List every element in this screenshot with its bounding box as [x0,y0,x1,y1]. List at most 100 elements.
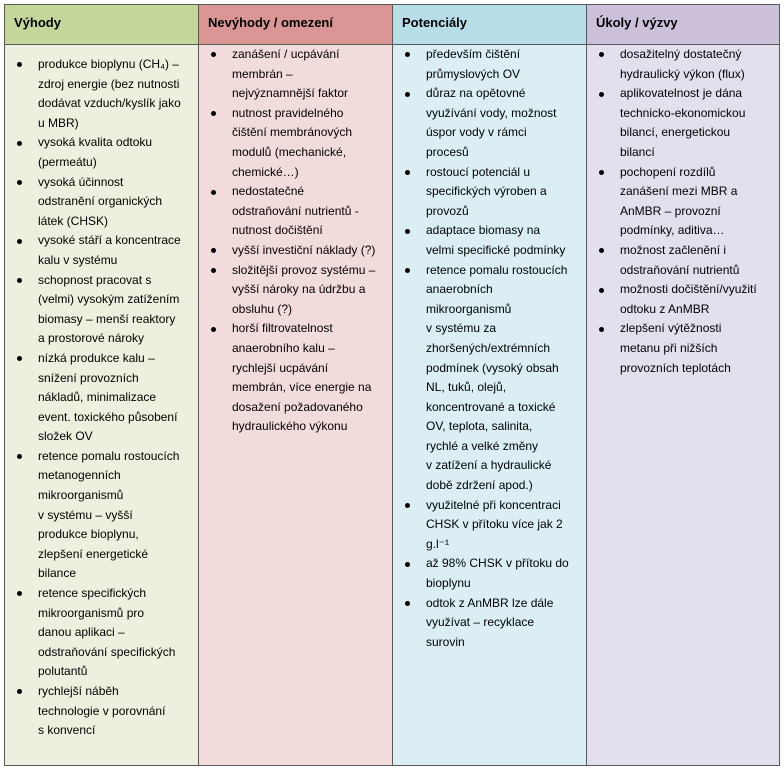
bullet-icon [17,140,22,146]
list-item-text: rychlejší náběh technologie v porovnání … [38,684,166,738]
column-nevyhody: Nevýhody / omezení zanášení / ucpávání m… [199,5,393,765]
list-item-text: pochopení rozdílů zanášení mezi MBR a An… [620,164,738,238]
comparison-table: Výhody produkce bioplynu (CH₄) – zdroj e… [4,4,780,766]
list-item-text: zlepšení výtěžnosti metanu při nižších p… [620,321,731,375]
list-item-text: dosažitelný dostatečný hydraulický výkon… [620,47,745,81]
column-header-nevyhody: Nevýhody / omezení [199,5,392,45]
list-item-text: retence specifických mikroorganismů pro … [38,586,176,679]
list-item: možnost začlenění i odstraňování nutrien… [599,241,775,280]
bullet-icon [405,561,410,567]
bullet-icon [211,267,216,273]
list-item: zanášení / ucpávání membrán – nejvýznamn… [211,45,388,104]
bullet-icon [405,52,410,58]
list-nevyhody: zanášení / ucpávání membrán – nejvýznamn… [199,45,392,437]
bullet-icon [405,169,410,175]
column-header-label: Úkoly / výzvy [596,15,678,30]
bullet-icon [17,238,22,244]
bullet-icon [211,189,216,195]
list-item: retence pomalu rostoucích anaerobních mi… [405,261,582,496]
bullet-icon [405,267,410,273]
list-item: odtok z AnMBR lze dále využívat – recykl… [405,594,582,653]
column-body-vyhody: produkce bioplynu (CH₄) – zdroj energie … [5,45,198,765]
list-item-text: odtok z AnMBR lze dále využívat – recykl… [426,595,554,649]
list-item-text: zanášení / ucpávání membrán – nejvýznamn… [232,47,349,101]
bullet-icon [17,62,22,68]
bullet-icon [17,179,22,185]
bullet-icon [599,248,604,254]
list-item: možnosti dočištění/využití odtoku z AnMB… [599,280,775,319]
list-item: nízká produkce kalu – snížení provozních… [17,349,194,447]
list-item: vyšší investiční náklady (?) [211,241,388,261]
column-header-potencialy: Potenciály [393,5,586,45]
bullet-icon [17,356,22,362]
list-item-text: produkce bioplynu (CH₄) – zdroj energie … [38,57,181,130]
list-item-text: retence pomalu rostoucích metanogenních … [38,448,180,581]
list-item: důraz na opětovné využívání vody, možnos… [405,84,582,162]
list-item-text: rostoucí potenciál u specifických výrobe… [426,164,547,218]
list-item: rostoucí potenciál u specifických výrobe… [405,163,582,222]
list-item-text: nedostatečné odstraňování nutrientů - nu… [232,184,359,238]
bullet-icon [405,601,410,607]
column-header-label: Potenciály [402,15,468,30]
list-item-text: možnosti dočištění/využití odtoku z AnMB… [620,282,757,316]
list-item-text: nutnost pravidelného čištění membránovýc… [232,105,353,179]
bullet-icon [211,248,216,254]
list-item-text: horší filtrovatelnost anaerobního kalu –… [232,321,372,434]
list-item: vysoká kvalita odtoku (permeátu) [17,133,194,172]
list-item-text: retence pomalu rostoucích anaerobních mi… [426,262,568,493]
bullet-icon [211,111,216,117]
bullet-icon [599,169,604,175]
list-item: nutnost pravidelného čištění membránovýc… [211,104,388,182]
list-item-text: vysoká kvalita odtoku (permeátu) [38,135,153,169]
list-item: využitelné při koncentraci CHSK v přítok… [405,496,582,555]
list-item: dosažitelný dostatečný hydraulický výkon… [599,45,775,84]
column-header-label: Nevýhody / omezení [208,15,333,30]
column-body-potencialy: především čištění průmyslových OV důraz n… [393,45,586,765]
list-potencialy: především čištění průmyslových OV důraz n… [393,45,586,652]
bullet-icon [599,287,604,293]
list-item: pochopení rozdílů zanášení mezi MBR a An… [599,163,775,241]
bullet-icon [17,277,22,283]
list-ukoly: dosažitelný dostatečný hydraulický výkon… [587,45,779,378]
column-vyhody: Výhody produkce bioplynu (CH₄) – zdroj e… [5,5,199,765]
column-header-label: Výhody [14,15,61,30]
list-item: retence specifických mikroorganismů pro … [17,584,194,682]
list-item: horší filtrovatelnost anaerobního kalu –… [211,319,388,437]
list-item-text: důraz na opětovné využívání vody, možnos… [426,86,557,159]
list-item-text: adaptace biomasy na velmi specifické pod… [426,223,566,257]
bullet-icon [17,591,22,597]
list-item-text: vysoké stáří a koncentrace kalu v systém… [38,233,181,267]
list-item-text: vyšší investiční náklady (?) [232,242,376,257]
column-header-ukoly: Úkoly / výzvy [587,5,779,45]
list-item-text: především čištění průmyslových OV [426,47,521,81]
bullet-icon [405,91,410,97]
bullet-icon [405,503,410,509]
bullet-icon [17,689,22,695]
list-item: rychlejší náběh technologie v porovnání … [17,682,194,741]
list-item: produkce bioplynu (CH₄) – zdroj energie … [17,55,194,133]
bullet-icon [599,52,604,58]
column-body-nevyhody: zanášení / ucpávání membrán – nejvýznamn… [199,45,392,765]
list-item-text: až 98% CHSK v přítoku do bioplynu [426,556,569,591]
list-item: především čištění průmyslových OV [405,45,582,84]
column-body-ukoly: dosažitelný dostatečný hydraulický výkon… [587,45,779,765]
list-item: složitější provoz systému – vyšší nároky… [211,261,388,320]
list-item-text: schopnost pracovat s (velmi) vysokým zat… [38,272,180,346]
column-potencialy: Potenciály především čištění průmyslovýc… [393,5,587,765]
list-item-text: možnost začlenění i odstraňování nutrien… [620,242,740,277]
list-item-text: využitelné při koncentraci CHSK v přítok… [426,497,563,551]
bullet-icon [211,52,216,58]
list-item: vysoká účinnost odstranění organických l… [17,173,194,232]
bullet-icon [599,91,604,97]
list-item: nedostatečné odstraňování nutrientů - nu… [211,182,388,241]
list-item: zlepšení výtěžnosti metanu při nižších p… [599,319,775,378]
list-vyhody: produkce bioplynu (CH₄) – zdroj energie … [5,45,198,741]
bullet-icon [211,326,216,332]
list-item-text: nízká produkce kalu – snížení provozních… [38,350,178,444]
list-item: až 98% CHSK v přítoku do bioplynu [405,554,582,593]
list-item-text: složitější provoz systému – vyšší nároky… [232,262,376,316]
list-item: adaptace biomasy na velmi specifické pod… [405,221,582,260]
list-item: schopnost pracovat s (velmi) vysokým zat… [17,271,194,349]
list-item: aplikovatelnost je dána technicko-ekonom… [599,84,775,162]
list-item-text: vysoká účinnost odstranění organických l… [38,174,163,228]
